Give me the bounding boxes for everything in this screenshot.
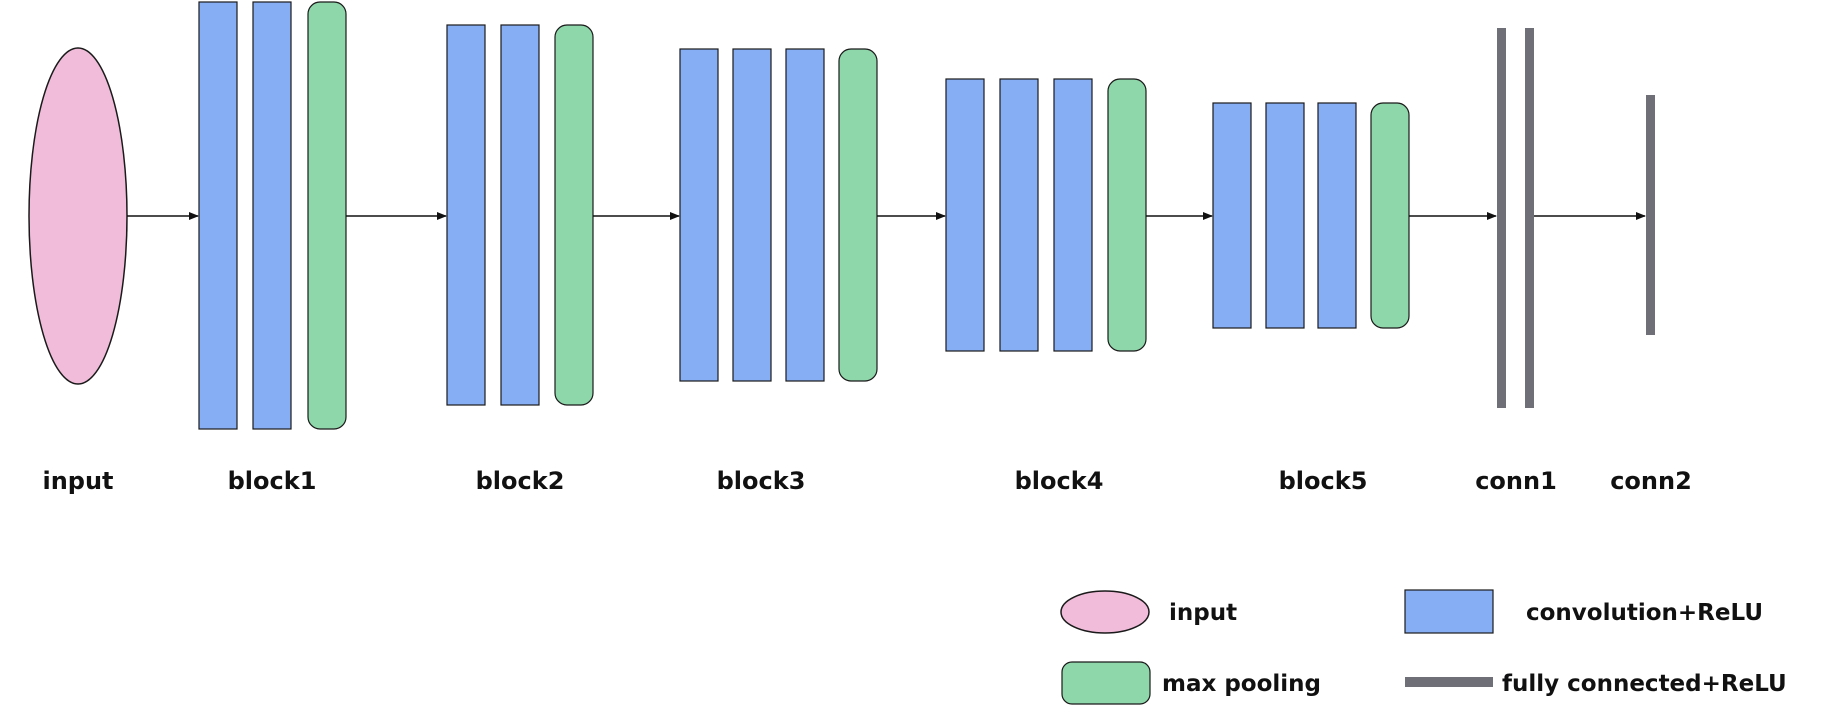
block5-conv-layer-3 <box>1317 102 1357 329</box>
block2-max-pooling <box>554 24 594 406</box>
legend-convolution-label: convolution+ReLU <box>1526 600 1763 626</box>
block1-conv-layer-2 <box>252 1 292 430</box>
block3-max-pooling <box>838 48 878 382</box>
stage-label-block1: block1 <box>228 467 317 495</box>
stage-label-conn1: conn1 <box>1475 467 1557 495</box>
block2-conv-layer-2 <box>500 24 540 406</box>
stage-label-block5: block5 <box>1279 467 1368 495</box>
stage-label-block2: block2 <box>476 467 565 495</box>
block3-conv-layer-1 <box>679 48 719 382</box>
block1 <box>198 1 347 430</box>
block4-conv-layer-2 <box>999 78 1039 352</box>
conn1-layer-1 <box>1497 28 1506 408</box>
block4-conv-layer-1 <box>945 78 985 352</box>
block3 <box>679 48 878 382</box>
stage-label-block4: block4 <box>1015 467 1104 495</box>
block5-max-pooling <box>1370 102 1410 329</box>
block2-conv-layer-1 <box>446 24 486 406</box>
legend-fully-connected-label: fully connected+ReLU <box>1502 671 1787 697</box>
conn2-layer <box>1646 95 1655 335</box>
stage-label-input: input <box>42 467 113 495</box>
block1-max-pooling <box>307 1 347 430</box>
stage-label-conn2: conn2 <box>1610 467 1692 495</box>
block5-conv-layer-2 <box>1265 102 1305 329</box>
legend-pooling-label: max pooling <box>1162 671 1321 697</box>
legend-convolution-swatch <box>1404 589 1494 634</box>
block4-conv-layer-3 <box>1053 78 1093 352</box>
conn1-layer-2 <box>1525 28 1534 408</box>
block3-conv-layer-2 <box>732 48 772 382</box>
block4 <box>945 78 1147 352</box>
block5 <box>1212 102 1410 329</box>
legend-input-swatch <box>1060 590 1150 634</box>
block1-conv-layer-1 <box>198 1 238 430</box>
legend-input-label: input <box>1169 600 1237 626</box>
block4-max-pooling <box>1107 78 1147 352</box>
block3-conv-layer-3 <box>785 48 825 382</box>
block5-conv-layer-1 <box>1212 102 1252 329</box>
block2 <box>446 24 594 406</box>
stage-label-block3: block3 <box>717 467 806 495</box>
legend-fully-connected-swatch <box>1405 677 1493 687</box>
legend: input convolution+ReLU max pooling fully… <box>1060 589 1787 705</box>
input-node <box>28 47 128 385</box>
legend-pooling-swatch <box>1061 661 1151 705</box>
